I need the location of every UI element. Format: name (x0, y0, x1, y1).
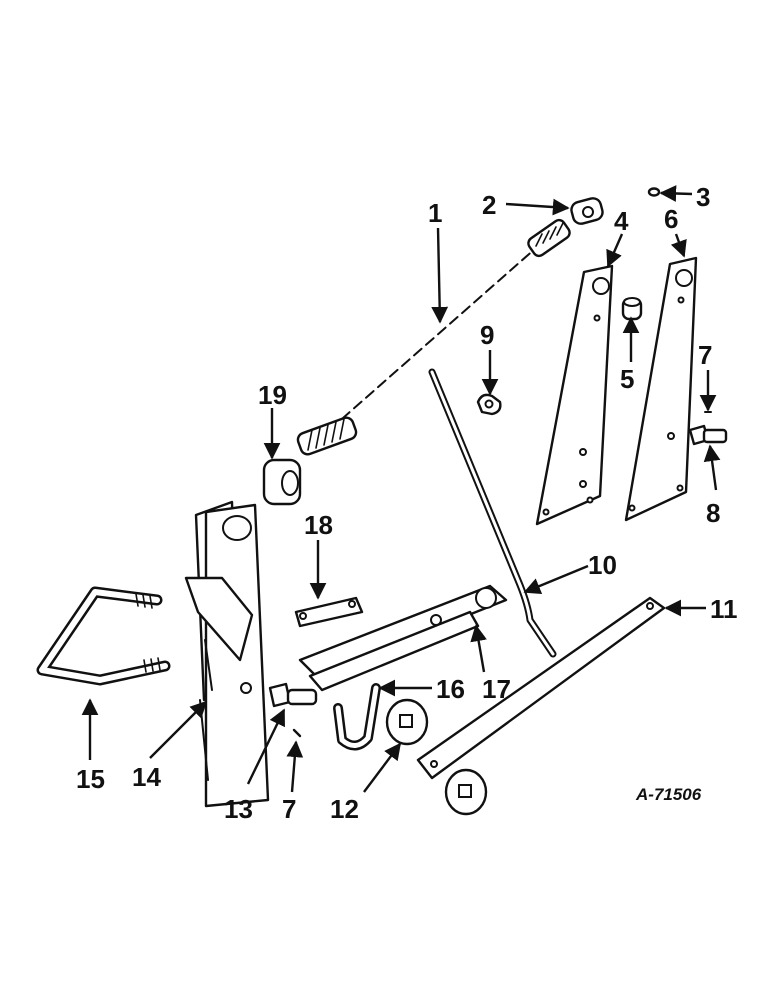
coupling-part (570, 197, 604, 225)
callout-1: 1 (428, 198, 442, 228)
rod-thread-upper (527, 218, 571, 258)
plate-right (624, 256, 698, 522)
callout-11: 11 (710, 594, 738, 624)
flat-bar (416, 596, 666, 780)
leader-2 (505, 198, 570, 216)
callout-13: 13 (224, 794, 253, 824)
leader-10 (523, 564, 589, 594)
leader-14 (149, 700, 208, 759)
leader-lines (81, 185, 721, 793)
callout-2: 2 (482, 190, 496, 220)
leader-13 (246, 708, 286, 785)
cotter-pin-lower (292, 728, 302, 738)
hinged-link (298, 584, 508, 692)
callout-16: 16 (436, 674, 465, 704)
callout-9: 9 (480, 320, 494, 350)
leader-17 (470, 624, 487, 673)
washer-lower (444, 768, 488, 816)
rod-thread-lower (296, 416, 358, 456)
callout-15: 15 (76, 764, 105, 794)
leader-6 (670, 233, 687, 258)
callout-3: 3 (696, 182, 710, 212)
callout-12: 12 (330, 794, 359, 824)
plate-left (535, 264, 614, 526)
washer-upper (385, 698, 429, 746)
callout-19: 19 (258, 380, 287, 410)
callout-6: 6 (664, 204, 678, 234)
callout-8: 8 (706, 498, 720, 528)
clip-part (476, 393, 502, 416)
leader-12 (363, 742, 402, 793)
callout-7-upper: 7 (698, 340, 712, 370)
small-plate (294, 596, 364, 628)
callout-18: 18 (304, 510, 333, 540)
leader-1 (431, 227, 449, 324)
small-u-bolt (333, 683, 381, 751)
bent-rod (428, 368, 557, 658)
callout-labels: 1 2 3 4 5 6 7 8 9 10 11 12 13 7 14 15 16… (76, 182, 738, 824)
leader-3 (659, 185, 693, 202)
u-bolt (36, 586, 171, 686)
callout-17: 17 (482, 674, 511, 704)
callout-5: 5 (620, 364, 634, 394)
leader-4 (606, 233, 624, 268)
leader-7b (286, 740, 304, 793)
callout-14: 14 (132, 762, 161, 792)
callout-4: 4 (614, 206, 629, 236)
drawing-reference-code: A-71506 (635, 785, 702, 804)
bolt-right (688, 424, 728, 446)
bracket-assembly (184, 500, 270, 808)
cylinder-part (262, 458, 302, 506)
callout-7-lower: 7 (282, 794, 296, 824)
sleeve-part (621, 297, 643, 321)
callout-10: 10 (588, 550, 617, 580)
leader-8 (703, 444, 721, 491)
threaded-rod (296, 218, 571, 456)
small-pin (647, 187, 661, 197)
bolt-left (268, 682, 318, 708)
